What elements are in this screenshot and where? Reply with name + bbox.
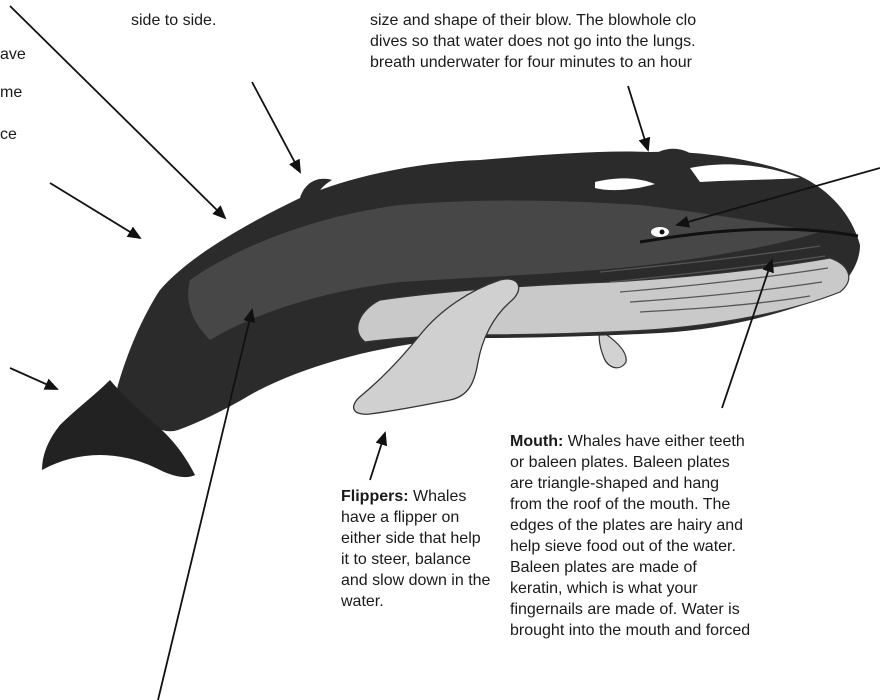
arrow-left-mid [50, 183, 140, 238]
blowhole-line: dives so that water does not go into the… [370, 31, 880, 52]
flippers-line: and slow down in the [341, 570, 516, 591]
flippers-line: it to steer, balance [341, 549, 516, 570]
mouth-heading: Mouth: [510, 433, 563, 450]
label-left-fragment-2: me [0, 82, 22, 103]
flippers-line: have a flipper on [341, 507, 516, 528]
arrow-dorsal [252, 82, 300, 172]
flippers-line: water. [341, 591, 516, 612]
far-flipper [599, 330, 626, 368]
mouth-line-1: Mouth: Whales have either teeth [510, 431, 880, 452]
blowhole-line: size and shape of their blow. The blowho… [370, 10, 880, 31]
arrow-blowhole [628, 86, 648, 150]
label-left-fragment-3: ce [0, 124, 17, 145]
flippers-line-1: Flippers: Whales [341, 486, 516, 507]
flippers-line: either side that help [341, 528, 516, 549]
blowhole-line: breath underwater for four minutes to an… [370, 52, 880, 73]
flippers-text: Whales [409, 488, 467, 505]
mouth-text-line: fingernails are made of. Water is [510, 599, 880, 620]
mouth-text-line: keratin, which is what your [510, 578, 880, 599]
label-mouth: Mouth: Whales have either teeth or balee… [510, 431, 880, 641]
label-flippers: Flippers: Whales have a flipper on eithe… [341, 486, 516, 612]
mouth-text-line: brought into the mouth and forced [510, 620, 880, 641]
mouth-text: Whales have either teeth [563, 433, 744, 450]
arrow-flipper [370, 433, 385, 480]
label-top-left-fragment: side to side. [131, 10, 291, 31]
arrow-top-left [10, 6, 225, 218]
whale [42, 149, 860, 477]
mouth-text-line: help sieve food out of the water. [510, 536, 880, 557]
mouth-text-line: Baleen plates are made of [510, 557, 880, 578]
mouth-text-line: edges of the plates are hairy and [510, 515, 880, 536]
arrow-left-low [10, 368, 57, 389]
mouth-text-line: or baleen plates. Baleen plates [510, 452, 880, 473]
flippers-heading: Flippers: [341, 488, 409, 505]
mouth-text-line: from the roof of the mouth. The [510, 494, 880, 515]
whale-pupil [660, 230, 665, 235]
label-blowhole: size and shape of their blow. The blowho… [370, 10, 880, 73]
label-left-fragment-1: ave [0, 44, 26, 65]
mouth-text-line: are triangle-shaped and hang [510, 473, 880, 494]
